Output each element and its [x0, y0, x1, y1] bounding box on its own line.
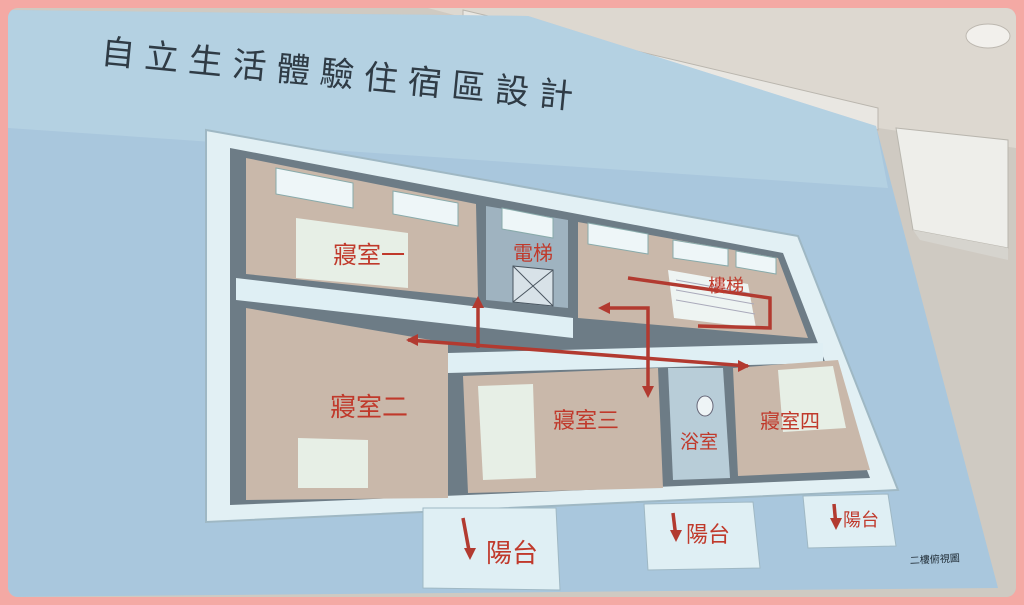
toilet — [696, 395, 714, 417]
projected-slide-photo: 自立生活體驗住宿區設計 — [8, 8, 1016, 597]
screen-glare — [8, 10, 888, 188]
top-windows — [275, 167, 777, 275]
label-stairs: 樓梯 — [708, 276, 744, 297]
arrow-heads — [406, 296, 842, 560]
balcony-1 — [422, 507, 561, 591]
label-bedroom-1: 寢室一 — [333, 241, 405, 269]
air-conditioner — [895, 127, 1009, 260]
bathroom-floor — [668, 368, 730, 480]
bed-4 — [778, 366, 846, 432]
corridor-wall — [236, 278, 573, 338]
bed-3 — [478, 384, 536, 480]
label-bedroom-3: 寢室三 — [553, 409, 619, 434]
slide-caption: 二樓俯視圖 — [909, 551, 960, 567]
label-balcony-1: 陽台 — [486, 539, 538, 569]
label-balcony-2: 陽台 — [686, 523, 730, 548]
bed-2 — [298, 438, 368, 488]
photo-frame: 自立生活體驗住宿區設計 — [8, 8, 1016, 597]
bed-1 — [296, 218, 408, 288]
label-bedroom-2: 寢室二 — [330, 393, 408, 423]
ceiling-light — [965, 23, 1011, 49]
label-balcony-3: 陽台 — [843, 510, 879, 531]
floor-plan: 寢室一 寢室二 寢室三 寢室四 電梯 樓梯 浴室 陽台 陽台 陽台 — [205, 128, 900, 591]
label-bathroom: 浴室 — [680, 431, 718, 453]
circulation-arrows — [407, 276, 838, 557]
bedroom-2-floor — [246, 308, 448, 500]
balcony-3 — [802, 493, 897, 549]
elevator-x2 — [512, 269, 554, 303]
label-bedroom-4: 寢室四 — [760, 409, 820, 433]
stairs-steps — [668, 270, 756, 328]
label-elevator: 電梯 — [513, 241, 553, 265]
